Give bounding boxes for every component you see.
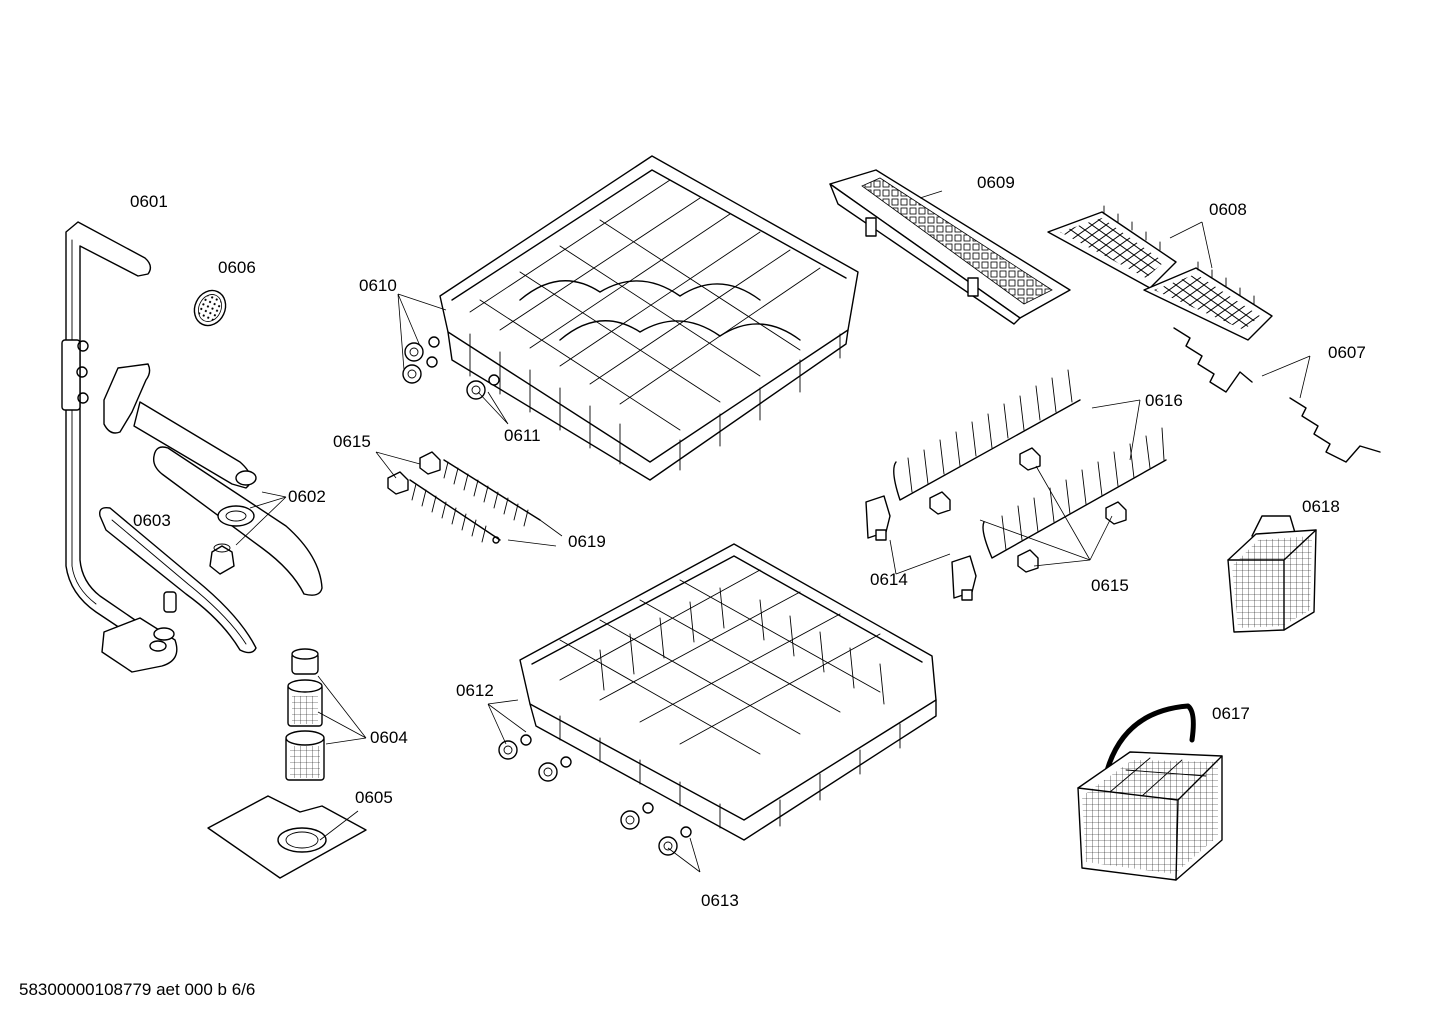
document-reference: 58300000108779 aet 000 b 6/6: [19, 980, 256, 999]
upper-spray-arm-0602: [152, 446, 323, 596]
label-0619: 0619: [568, 532, 606, 551]
leader-lines: [235, 190, 1311, 873]
lower-spray-arm-0603: [99, 506, 257, 654]
label-0618: 0618: [1302, 497, 1340, 516]
label-0602: 0602: [288, 487, 326, 506]
cup-rack-0609: [829, 169, 1071, 325]
tine-rows-0616: [893, 369, 1167, 559]
lower-wheels-0613: [620, 802, 692, 856]
label-0617: 0617: [1212, 704, 1250, 723]
label-0605: 0605: [355, 788, 393, 807]
label-0608: 0608: [1209, 200, 1247, 219]
label-0616: 0616: [1145, 391, 1183, 410]
label-0614: 0614: [870, 570, 908, 589]
part-labels: 0601 0606 0602 0603 0604 0605 0610 0611 …: [130, 173, 1366, 910]
label-0615-right: 0615: [1091, 576, 1129, 595]
upper-wheels-0610: [402, 336, 440, 384]
tine-rows-0619: [387, 451, 541, 544]
spray-pipe-0601: [61, 221, 178, 673]
stepped-clips-0607: [1173, 327, 1381, 463]
label-0610: 0610: [359, 276, 397, 295]
label-0613: 0613: [701, 891, 739, 910]
label-0601: 0601: [130, 192, 168, 211]
label-0603: 0603: [133, 511, 171, 530]
flat-filter-0605: [207, 795, 367, 879]
spray-arm-connector: [103, 363, 257, 489]
nozzle-cap-0606: [193, 289, 227, 327]
clips-0614: [865, 495, 977, 601]
filter-set-0604: [285, 648, 325, 781]
label-0612: 0612: [456, 681, 494, 700]
label-0607: 0607: [1328, 343, 1366, 362]
label-0604: 0604: [370, 728, 408, 747]
lower-basket: [519, 543, 937, 841]
large-cutlery-basket-0617: [1077, 703, 1223, 881]
label-0611: 0611: [504, 426, 541, 445]
label-0615-left: 0615: [333, 432, 371, 451]
small-cutlery-basket-0618: [1227, 515, 1317, 633]
label-0609: 0609: [977, 173, 1015, 192]
folding-racks-0608: [1047, 205, 1273, 341]
lower-wheels-0612: [498, 734, 572, 782]
label-0606: 0606: [218, 258, 256, 277]
upper-basket: [439, 155, 859, 481]
